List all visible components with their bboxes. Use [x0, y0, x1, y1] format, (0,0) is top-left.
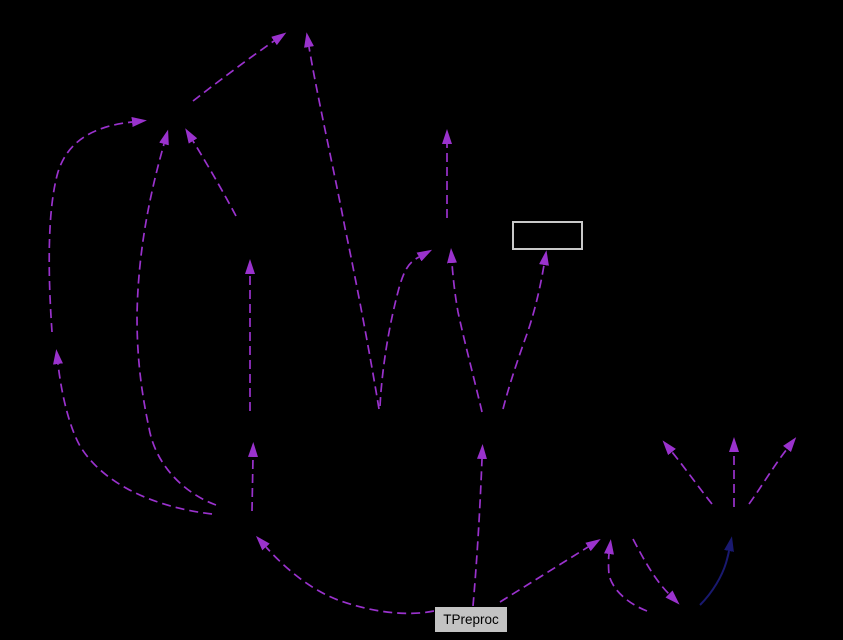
edge-u-to-s-up	[604, 539, 648, 612]
node-tpreproc[interactable]: TPreproc	[434, 606, 508, 633]
edge-g-to-a-left-arc	[53, 349, 213, 515]
edge-hub-to-top	[192, 32, 287, 102]
edge-s-to-u-down	[632, 538, 680, 605]
node-empty-box[interactable]	[512, 221, 583, 250]
edge-group	[48, 32, 797, 615]
edge-g-to-hub-long-curve	[136, 129, 217, 506]
edge-r-fanout-left	[662, 440, 713, 505]
edge-f-to-d	[447, 248, 483, 413]
edge-tpreproc-to-g-curve	[255, 535, 435, 615]
edge-f-to-empty-box	[502, 250, 549, 410]
node-tpreproc-label: TPreproc	[443, 611, 499, 627]
edge-u-to-r-solid-navy	[699, 536, 734, 606]
edge-a-to-hub-left-arc	[48, 117, 147, 333]
edge-g-to-x-vertical	[248, 442, 258, 512]
edge-tpreproc-to-f	[472, 444, 487, 607]
edge-r-fanout-right	[748, 437, 797, 505]
edge-c-to-d	[379, 249, 433, 407]
edge-b-to-hub-diagonal	[185, 128, 237, 217]
edge-tpreproc-to-s	[499, 539, 601, 603]
edge-c-to-top-long-line	[304, 32, 380, 410]
